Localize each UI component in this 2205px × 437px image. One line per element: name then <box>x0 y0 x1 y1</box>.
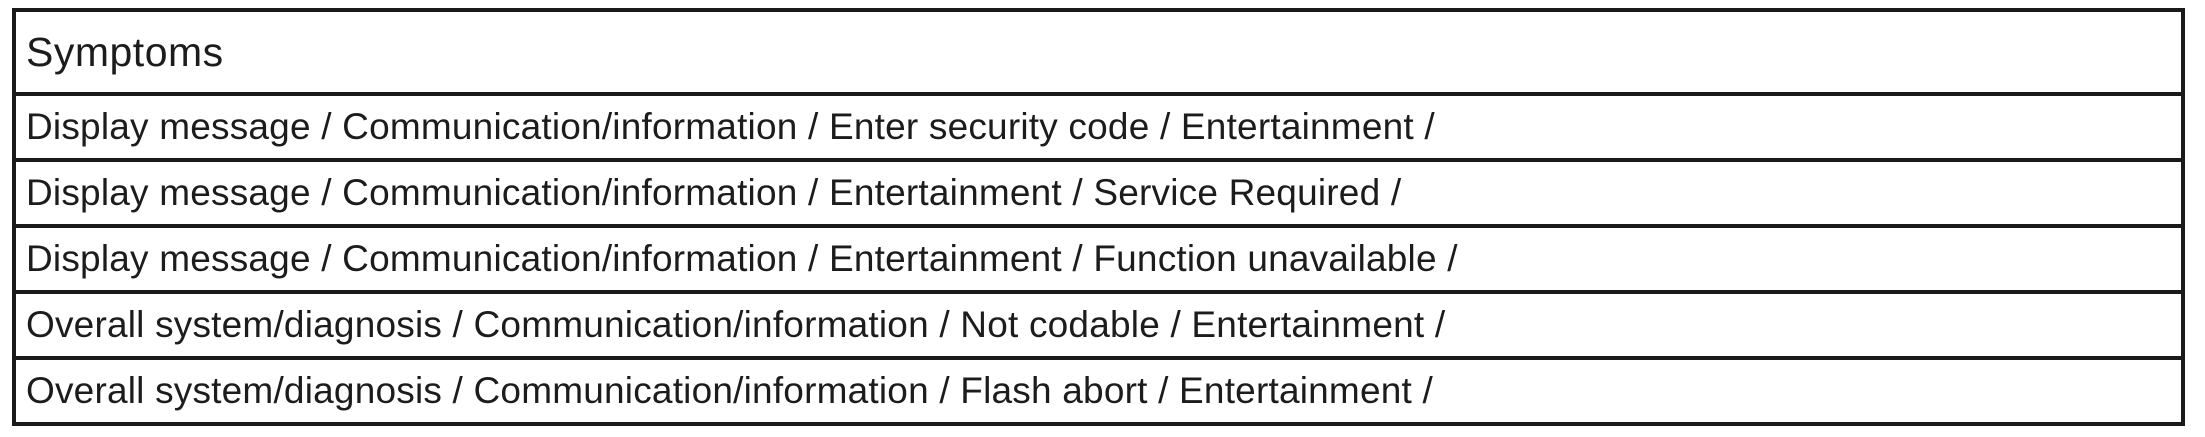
table-row: Display message / Communication/informat… <box>12 158 2185 228</box>
table-row: Display message / Communication/informat… <box>12 224 2185 294</box>
table-row: Display message / Communication/informat… <box>12 92 2185 162</box>
symptom-cell: Display message / Communication/informat… <box>12 158 2185 228</box>
symptoms-header-cell: Symptoms <box>12 8 2185 96</box>
symptom-cell: Overall system/diagnosis / Communication… <box>12 290 2185 360</box>
symptoms-table-head: Symptoms <box>12 8 2185 96</box>
symptom-cell: Display message / Communication/informat… <box>12 224 2185 294</box>
header-row: Symptoms <box>12 8 2185 96</box>
symptom-cell: Overall system/diagnosis / Communication… <box>12 356 2185 426</box>
symptoms-table-body: Display message / Communication/informat… <box>12 92 2185 426</box>
symptoms-table: Symptoms Display message / Communication… <box>12 8 2185 426</box>
table-row: Overall system/diagnosis / Communication… <box>12 290 2185 360</box>
table-row: Overall system/diagnosis / Communication… <box>12 356 2185 426</box>
symptom-cell: Display message / Communication/informat… <box>12 92 2185 162</box>
